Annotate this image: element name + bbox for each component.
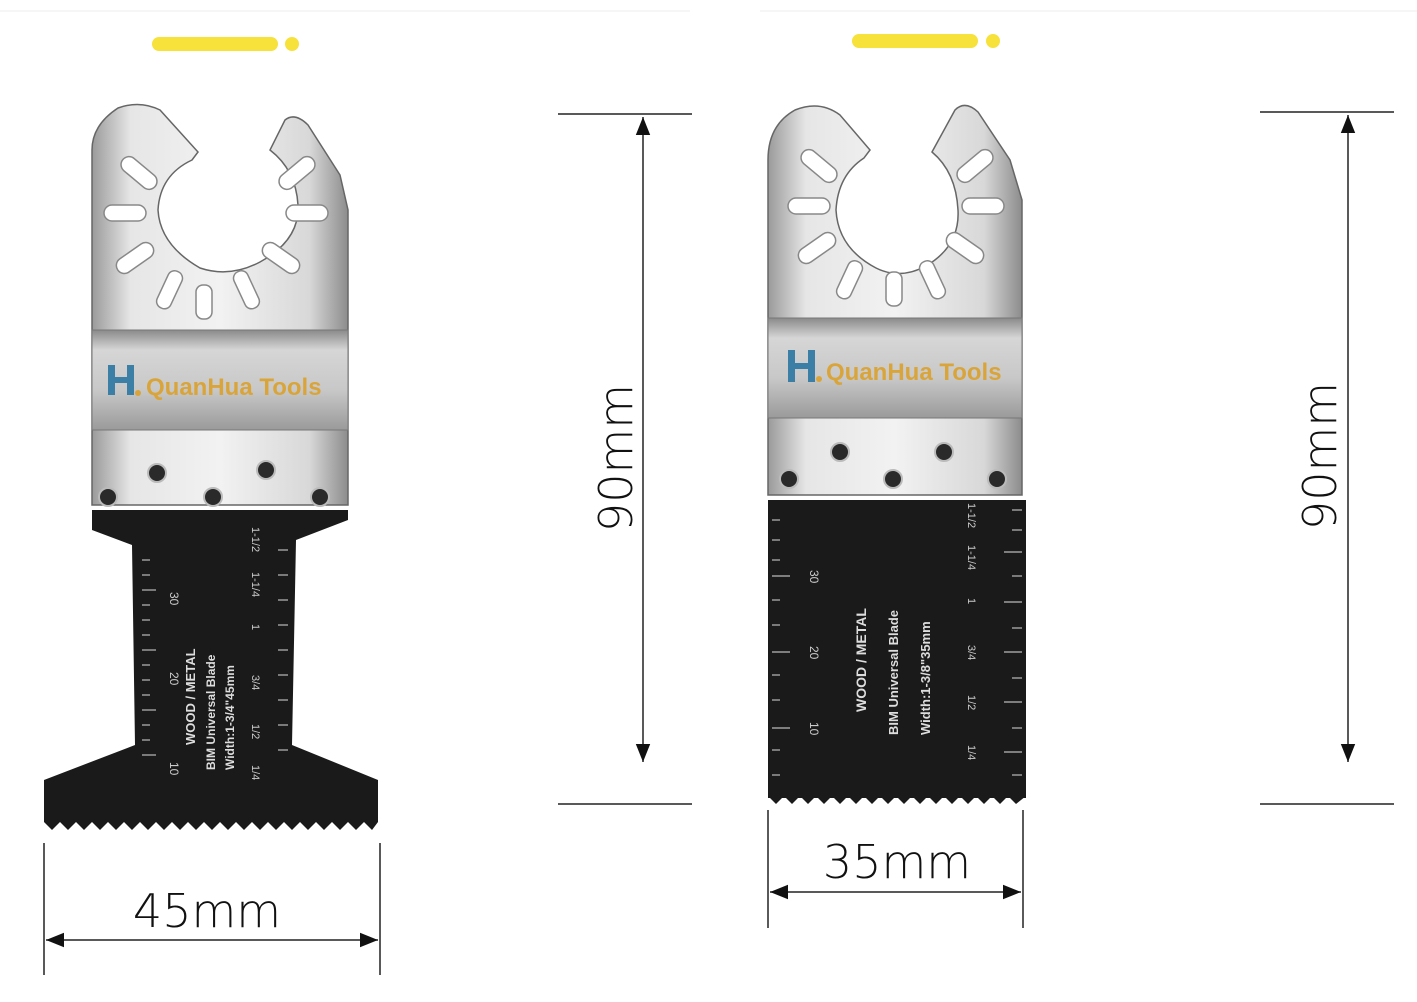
accent-bar-right [852,34,1000,48]
blade-45mm-ruler-ticks [142,549,288,756]
blade-45mm-teeth [44,820,378,830]
dimension-90mm-left-label: 90mm [589,384,643,532]
blade-45mm-imperial-1-1-2: 1-1/2 [249,527,261,552]
dimension-90mm-right: 90mm [1260,111,1394,805]
blade-35mm-ruler-imperial: 1/4 1/2 3/4 1 1-1/4 1-1/2 [965,503,977,760]
blade-35mm-metric-30: 30 [807,570,821,584]
blade-45mm-logo-band [91,329,349,431]
dimension-35mm-label: 35mm [823,835,971,889]
blade-45mm-metric-20: 20 [167,672,181,686]
blade-45mm-imperial-3-4: 3/4 [249,675,261,690]
blade-35mm-imperial-1: 1 [965,598,977,604]
blade-45mm-metric-10: 10 [167,762,181,776]
blade-45mm-rivets [98,460,330,507]
blade-35mm-metric-20: 20 [807,646,821,660]
blade-35mm-width-label: Width:1-3/8"35mm [918,621,933,735]
blade-45mm-imperial-1-2: 1/2 [249,724,261,739]
accent-bar-left [152,37,299,51]
blade-45mm-metric-30: 30 [167,592,181,606]
blade-45mm: QuanHua Tools W [44,103,378,830]
blade-35mm-teeth [768,794,1026,804]
blade-35mm-ruler-metric: 10 20 30 [807,570,821,736]
blade-35mm-imperial-1-1-4: 1-1/4 [965,545,977,570]
blade-35mm-ruler-ticks [772,509,1022,776]
blade-35mm-imperial-3-4: 3/4 [965,645,977,660]
blade-35mm-imperial-1-1-2: 1-1/2 [965,503,977,528]
blade-45mm-width-label: Width:1-3/4"45mm [223,665,237,770]
blade-35mm-brand: QuanHua Tools [826,359,1002,386]
blade-35mm-rivets [779,442,1007,489]
blade-45mm-material: WOOD / METAL [183,648,198,745]
blade-45mm-imperial-1-1-4: 1-1/4 [249,572,261,597]
blade-45mm-imperial-1-4: 1/4 [249,765,261,780]
blade-45mm-imperial-1: 1 [249,624,261,630]
blade-35mm-imperial-1-4: 1/4 [965,745,977,760]
dimension-90mm-right-label: 90mm [1293,382,1347,530]
dimension-45mm-label: 45mm [133,884,281,938]
blade-35mm-mount-slots [787,148,1005,307]
dimension-90mm-left: 90mm [558,113,692,805]
blade-35mm-metric-10: 10 [807,722,821,736]
dimension-35mm: 35mm [767,810,1024,928]
blade-45mm-mount-slots [103,155,329,320]
blade-35mm-imperial-1-2: 1/2 [965,695,977,710]
dimension-45mm: 45mm [43,843,381,975]
blade-35mm-cutting-body [768,500,1026,798]
blade-35mm-model: BIM Universal Blade [886,610,901,735]
blade-45mm-brand: QuanHua Tools [146,374,322,401]
blade-35mm-material: WOOD / METAL [853,608,869,712]
blade-45mm-model: BIM Universal Blade [204,654,218,770]
blade-35mm: QuanHua Tools WOOD / METAL BIM Universal… [767,104,1026,804]
blade-45mm-ruler-metric: 10 20 30 [167,592,181,776]
blade-35mm-logo-mark-icon [788,350,822,382]
blade-45mm-ruler-imperial: 1/4 1/2 3/4 1 1-1/4 1-1/2 [249,527,261,780]
blade-45mm-logo-mark-icon [108,365,141,396]
blade-45mm-cutting-body [44,510,378,822]
